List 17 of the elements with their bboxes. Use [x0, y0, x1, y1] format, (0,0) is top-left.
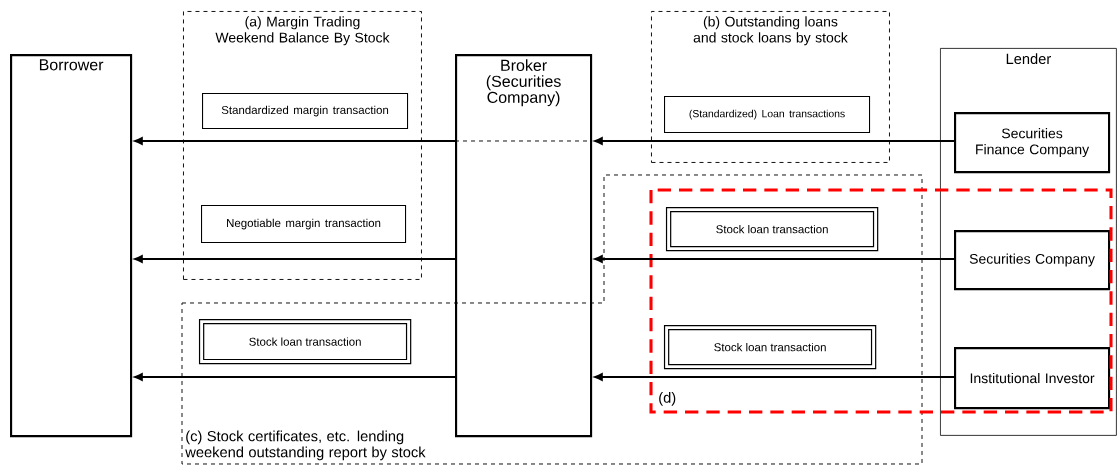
transaction-box: Stock loan transaction [198, 318, 412, 365]
transaction-box: (Standardized) Loan transactions [664, 96, 871, 134]
arrow [594, 373, 955, 381]
arrow [134, 373, 456, 381]
transaction-box: Standardized margin transaction [202, 93, 409, 130]
party-box: Broker (Securities Company) [454, 54, 593, 438]
transaction-box: Stock loan transaction [663, 324, 877, 370]
arrow [134, 137, 456, 145]
transaction-box: Stock loan transaction [665, 206, 879, 252]
party-box: Securities Finance Company [954, 112, 1111, 174]
party-box: Securities Company [954, 230, 1111, 291]
transaction-box: Negotiable margin transaction [201, 205, 407, 244]
party-box: Institutional Investor [954, 347, 1111, 410]
arrow [594, 137, 955, 145]
arrow [134, 255, 456, 263]
arrow [594, 255, 955, 263]
party-box: Borrower [10, 54, 133, 438]
